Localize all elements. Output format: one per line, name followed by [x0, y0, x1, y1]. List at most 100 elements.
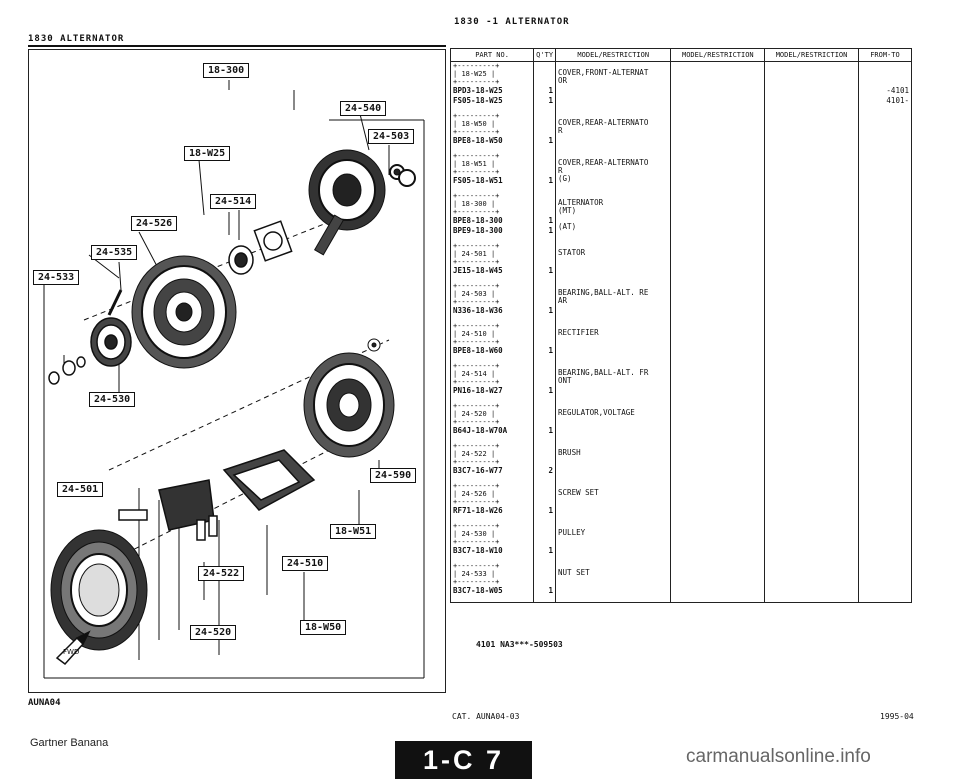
table-row: +---------+ | 24-514 | +---------+PN16-1… — [449, 362, 913, 402]
label-24-540: 24-540 — [340, 101, 387, 116]
ref-code-box: +---------+ | 24-526 | +---------+ — [453, 482, 500, 506]
description-cell: PULLEY — [555, 522, 672, 562]
part-description: BEARING,BALL-ALT. FR ONT — [558, 368, 649, 385]
model-cell — [764, 112, 859, 152]
qty-cell: 1 — [533, 112, 557, 152]
quantity: 1 — [548, 386, 554, 395]
label-24-522: 24-522 — [198, 566, 245, 581]
from-to-cell — [857, 322, 913, 362]
ref-code: 18-W51 — [461, 160, 487, 168]
qty-cell: 1 — [533, 152, 557, 192]
ref-code-box: +---------+ | 24-530 | +---------+ — [453, 522, 500, 546]
part-cell: +---------+ | 18-W51 | +---------+FS05-1… — [449, 152, 535, 192]
description-cell: BEARING,BALL-ALT. FR ONT — [555, 362, 672, 402]
col-model-2: MODEL/RESTRICTION — [670, 48, 766, 62]
label-18-w25: 18-W25 — [184, 146, 231, 161]
model-cell — [764, 61, 859, 112]
ref-code-box: +---------+ | 24-501 | +---------+ — [453, 242, 500, 266]
ref-code-box: +---------+ | 24-510 | +---------+ — [453, 322, 500, 346]
label-24-503: 24-503 — [368, 129, 415, 144]
label-18-w51: 18-W51 — [330, 524, 377, 539]
model-cell — [764, 402, 859, 442]
ref-code: 18-300 — [461, 200, 487, 208]
part-cell: +---------+ | 24-526 | +---------+RF71-1… — [449, 482, 535, 522]
quantity: 1 — [548, 546, 554, 555]
ref-code: 24-530 — [461, 530, 487, 538]
part-cell: +---------+ | 18-W25 | +---------+BPD3-1… — [449, 61, 535, 112]
qty-cell: 1 — [533, 322, 557, 362]
ref-code: 24-510 — [461, 330, 487, 338]
table-row: +---------+ | 24-503 | +---------+N336-1… — [449, 282, 913, 322]
quantity: 1 — [548, 216, 554, 225]
table-row: +---------+ | 24-501 | +---------+JE15-1… — [449, 242, 913, 282]
label-24-520: 24-520 — [190, 625, 237, 640]
from-to-value: 4101- — [886, 96, 909, 105]
from-to-cell — [857, 112, 913, 152]
part-cell: +---------+ | 18-W50 | +---------+BPE8-1… — [449, 112, 535, 152]
ref-code-box: +---------+ | 24-520 | +---------+ — [453, 402, 500, 426]
from-to-cell — [857, 192, 913, 242]
part-number: JE15-18-W45 — [453, 266, 503, 275]
ref-code-box: +---------+ | 24-533 | +---------+ — [453, 562, 500, 586]
description-cell: ALTERNATOR (MT) (AT) — [555, 192, 672, 242]
from-to-cell — [857, 522, 913, 562]
quantity: 1 — [548, 306, 554, 315]
part-number: FS05-18-W25 — [453, 96, 503, 105]
from-to-cell — [857, 152, 913, 192]
part-description: NUT SET — [558, 568, 590, 577]
from-to-cell — [857, 362, 913, 402]
label-24-590: 24-590 — [370, 468, 417, 483]
description-cell: COVER,REAR-ALTERNATO R — [555, 112, 672, 152]
model-cell — [670, 442, 766, 482]
model-cell — [670, 152, 766, 192]
from-to-cell — [857, 242, 913, 282]
model-cell — [764, 152, 859, 192]
table-row: +---------+ | 18-W50 | +---------+BPE8-1… — [449, 112, 913, 152]
model-cell — [764, 562, 859, 603]
part-cell: +---------+ | 18-300 | +---------+BPE8-1… — [449, 192, 535, 242]
label-24-526: 24-526 — [131, 216, 178, 231]
part-description: BEARING,BALL-ALT. RE AR — [558, 288, 649, 305]
ref-code: 24-533 — [461, 570, 487, 578]
table-row: +---------+ | 24-533 | +---------+B3C7-1… — [449, 562, 913, 603]
part-number: RF71-18-W26 — [453, 506, 503, 515]
model-cell — [764, 442, 859, 482]
qty-cell: 1 — [533, 562, 557, 603]
model-cell — [670, 562, 766, 603]
part-cell: +---------+ | 24-501 | +---------+JE15-1… — [449, 242, 535, 282]
part-cell: +---------+ | 24-503 | +---------+N336-1… — [449, 282, 535, 322]
diagram-footer-code: AUNA04 — [28, 698, 61, 708]
model-cell — [670, 482, 766, 522]
col-from-to: FROM-TO — [857, 48, 913, 62]
ref-code: 18-W25 — [461, 70, 487, 78]
ref-code: 24-514 — [461, 370, 487, 378]
model-cell — [764, 322, 859, 362]
label-24-530: 24-530 — [89, 392, 136, 407]
part-description: REGULATOR,VOLTAGE — [558, 408, 635, 417]
table-row: +---------+ | 18-W25 | +---------+BPD3-1… — [449, 61, 913, 112]
catalog-date: 1995-04 — [880, 712, 914, 721]
diagram-frame — [28, 49, 446, 693]
header-rule — [28, 45, 446, 47]
part-description: COVER,FRONT-ALTERNAT OR — [558, 68, 649, 85]
part-cell: +---------+ | 24-530 | +---------+B3C7-1… — [449, 522, 535, 562]
part-description: SCREW SET — [558, 488, 599, 497]
model-cell — [764, 482, 859, 522]
part-number: PN16-18-W27 — [453, 386, 503, 395]
part-description: RECTIFIER — [558, 328, 599, 337]
table-page-title: 1830 -1 ALTERNATOR — [454, 17, 570, 27]
part-number: FS05-18-W51 — [453, 176, 503, 185]
part-description: ALTERNATOR (MT) (AT) — [558, 198, 604, 231]
model-cell — [764, 282, 859, 322]
label-24-535: 24-535 — [91, 245, 138, 260]
qty-cell: 2 — [533, 442, 557, 482]
part-description: BRUSH — [558, 448, 581, 457]
parts-table-container: PART NO. Q'TY MODEL/RESTRICTION MODEL/RE… — [449, 48, 913, 603]
description-cell: RECTIFIER — [555, 322, 672, 362]
from-to-value: -4101 — [886, 86, 909, 95]
ref-code-box: +---------+ | 18-W51 | +---------+ — [453, 152, 500, 176]
from-to-cell — [857, 442, 913, 482]
